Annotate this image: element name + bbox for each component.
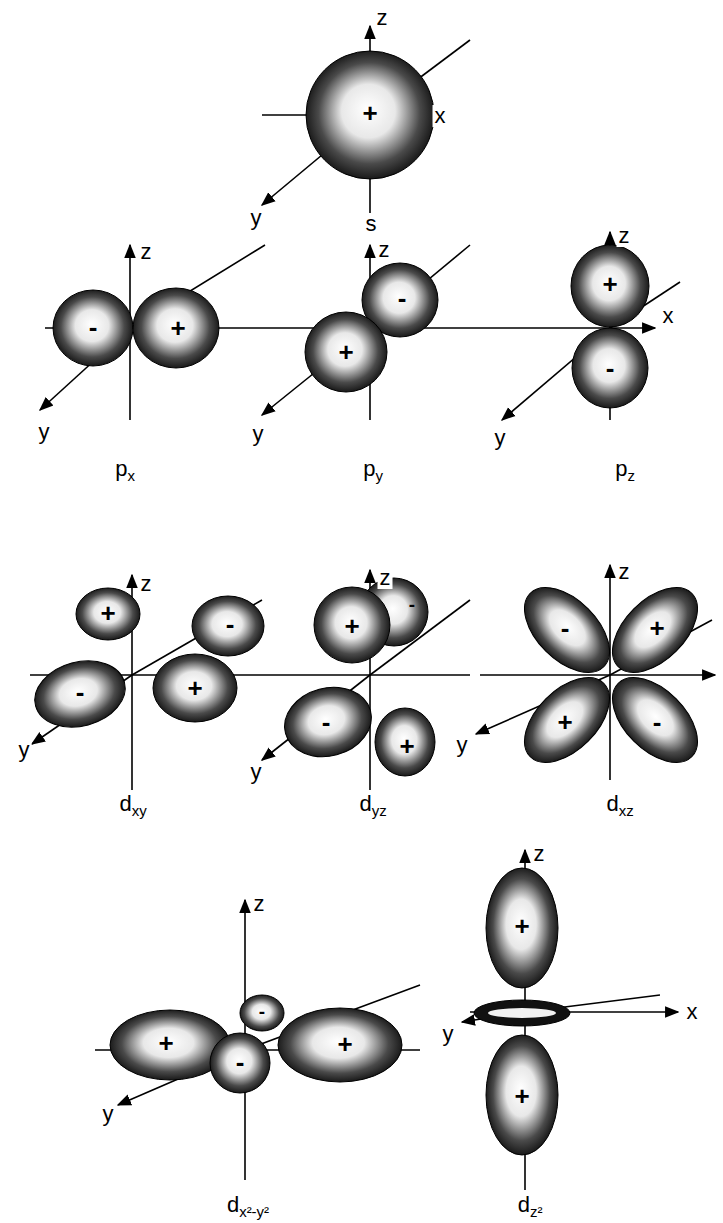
axis-label: y (37, 421, 52, 443)
phase-sign: - (398, 285, 407, 311)
phase-sign: - (561, 615, 570, 641)
phase-sign: - (226, 611, 235, 637)
orbital-name: dx²-y² (225, 1194, 271, 1219)
axis-label: z (139, 241, 154, 263)
orbital-name: dz² (516, 1194, 545, 1219)
orbital-letter: p (363, 456, 375, 481)
orbital-name: px (113, 458, 137, 483)
phase-sign: + (100, 600, 115, 626)
axis-label: z (375, 7, 390, 29)
axis-label: x (661, 305, 676, 327)
orbital-subscript: y (375, 467, 383, 484)
phase-sign: + (344, 613, 359, 639)
axis-label: y (441, 1023, 456, 1045)
orbital-letter: d (359, 791, 371, 816)
orbital-subscript: x²-y² (239, 1203, 269, 1220)
axis-label: y (493, 427, 508, 449)
phase-sign: - (653, 709, 662, 735)
phase-sign: + (187, 675, 202, 701)
orbital-letter: d (227, 1192, 239, 1217)
orbital-subscript: yz (372, 802, 387, 819)
orbital-subscript: z² (530, 1203, 543, 1220)
axis-label: z (617, 225, 632, 247)
axes (30, 26, 715, 1190)
orbital-name: pz (613, 458, 637, 483)
axis-label: y (249, 207, 264, 229)
phase-sign: + (362, 100, 377, 126)
phase-sign: - (76, 679, 85, 705)
axis-label: y (251, 423, 266, 445)
orbital-name: s (364, 213, 379, 235)
phase-sign: + (602, 271, 617, 297)
orbital-subscript: x (127, 467, 135, 484)
phase-sign: + (514, 1083, 529, 1109)
orbital-name: dyz (357, 793, 388, 818)
axis-label: y (101, 1103, 116, 1125)
orbital-letter: p (615, 456, 627, 481)
phase-sign: + (158, 1030, 173, 1056)
phase-sign: - (409, 595, 415, 614)
axis-label: x (433, 105, 448, 127)
phase-sign: + (337, 1031, 352, 1057)
orbital-letter: p (115, 456, 127, 481)
orbital-letter: d (119, 791, 131, 816)
phase-sign: + (649, 615, 664, 641)
phase-sign: + (170, 315, 185, 341)
orbital-letter: d (518, 1192, 530, 1217)
axis-label: y (455, 734, 470, 756)
axis-label: y (17, 739, 32, 761)
orbital-name: dxy (117, 793, 148, 818)
orbital-subscript: xz (619, 802, 634, 819)
torus (474, 1000, 570, 1026)
axis-label: y (249, 761, 264, 783)
phase-sign: - (322, 709, 331, 735)
orbital-name: dxz (604, 793, 635, 818)
orbital-letter: d (606, 791, 618, 816)
orbital-name: py (361, 458, 385, 483)
phase-sign: + (399, 733, 414, 759)
phase-sign: + (557, 709, 572, 735)
phase-sign: - (236, 1049, 245, 1075)
phase-sign: - (259, 1002, 265, 1021)
axis-label: z (252, 893, 267, 915)
axis-label: x (685, 1001, 700, 1023)
axis-label: z (532, 843, 547, 865)
phase-sign: + (514, 913, 529, 939)
axis-label: z (139, 573, 154, 595)
axis-label: z (378, 567, 393, 589)
orbital-lobes (27, 51, 713, 1155)
orbital-subscript: z (627, 467, 635, 484)
phase-sign: + (338, 339, 353, 365)
axis-label: z (377, 239, 392, 261)
orbital-subscript: xy (132, 802, 147, 819)
phase-sign: - (606, 355, 615, 381)
axis-label: z (617, 561, 632, 583)
phase-sign: - (89, 314, 98, 340)
